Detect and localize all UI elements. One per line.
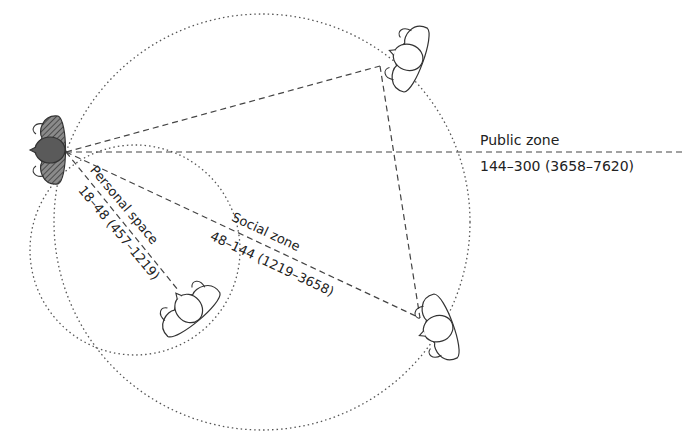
personal-distance-line xyxy=(66,152,178,290)
person-figure xyxy=(150,271,225,342)
distance-line xyxy=(380,66,420,318)
person-figure xyxy=(408,291,465,367)
observer-figure xyxy=(30,116,66,184)
zone-distance: 144–300 (3658–7620) xyxy=(478,158,636,175)
social-zone-circle xyxy=(54,14,470,430)
distance-line xyxy=(66,66,380,152)
public-distance-line xyxy=(66,151,682,152)
social-distance-line xyxy=(66,152,420,318)
person-figure xyxy=(378,18,435,94)
zone-name: Public zone xyxy=(478,132,561,149)
distance-lines xyxy=(66,66,682,318)
